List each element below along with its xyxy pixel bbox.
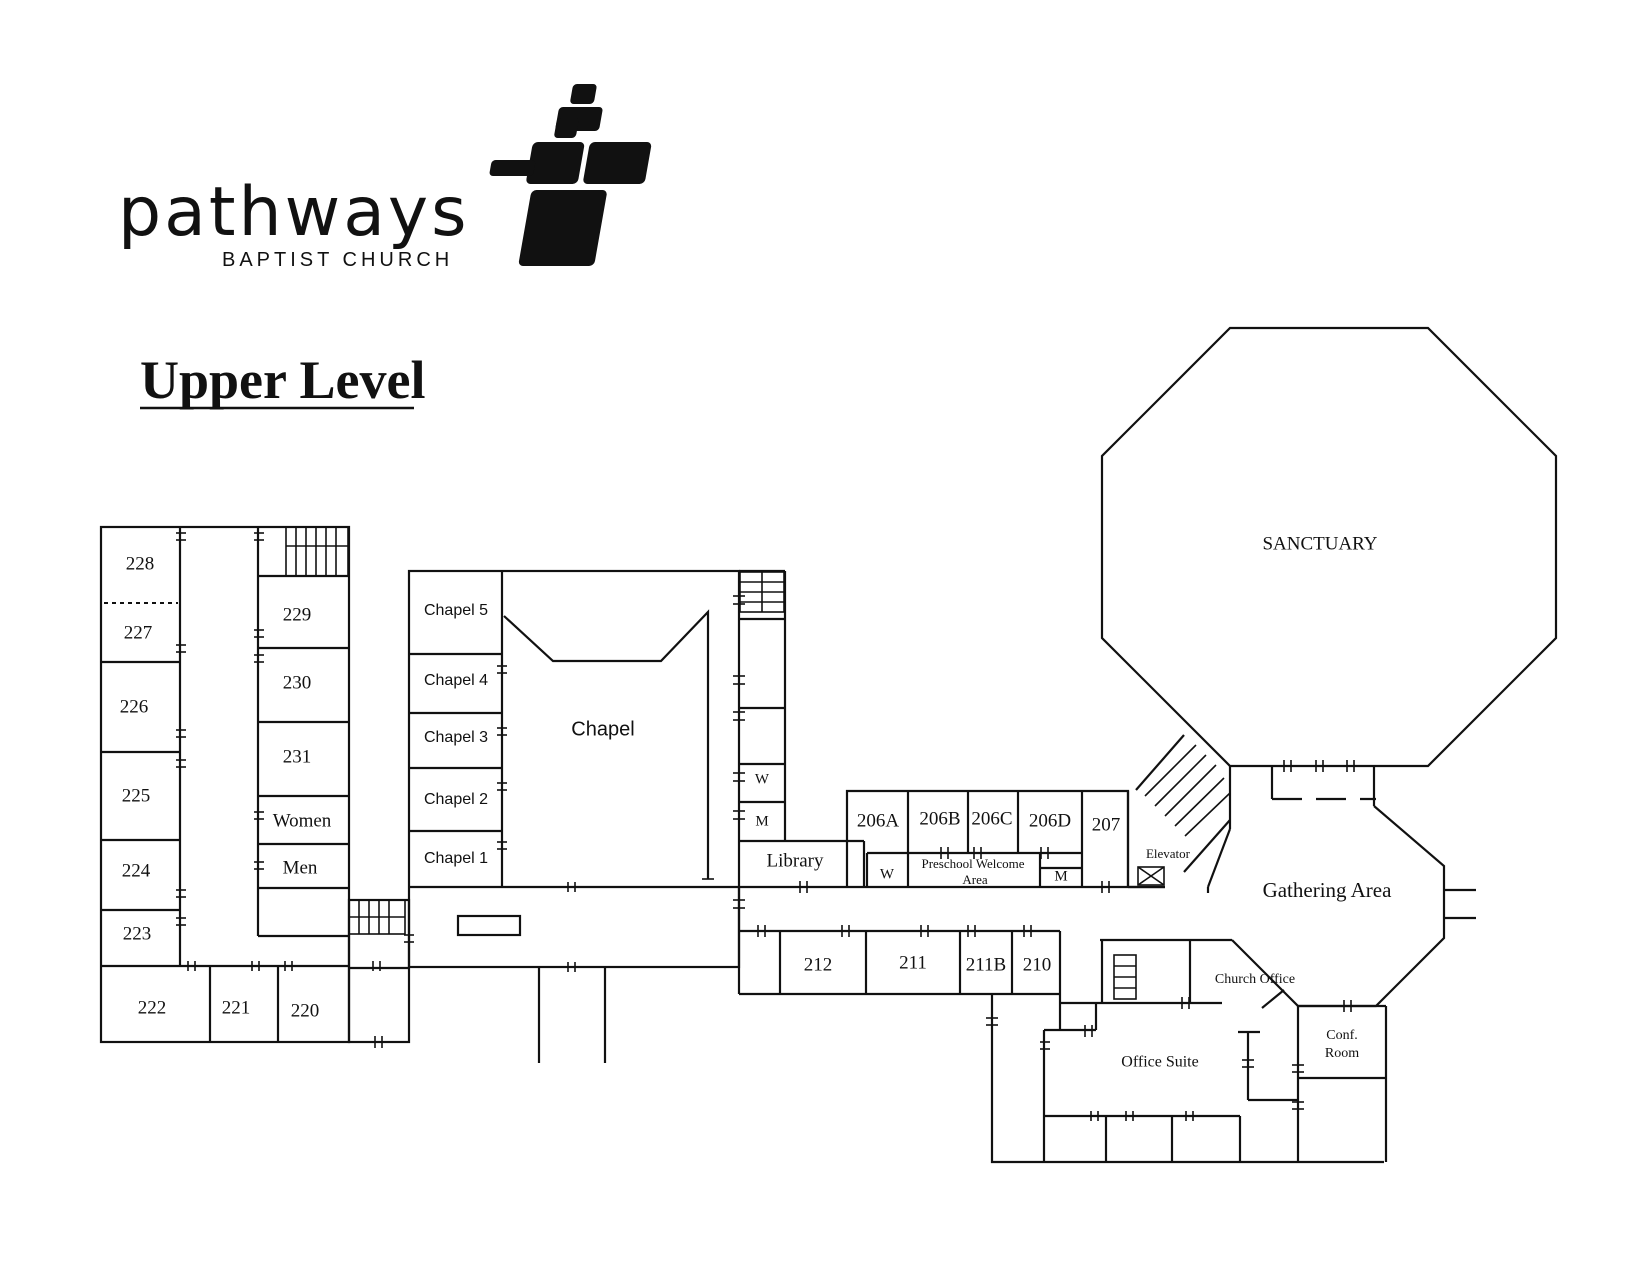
preschool-welcome-area-line1: Preschool Welcome [921,856,1024,871]
room-206c: 206C [971,808,1012,829]
room-229: 229 [283,604,312,625]
room-chapel-2: Chapel 2 [424,791,488,808]
preschool-welcome-area-line2: Area [962,872,987,887]
room-222: 222 [138,997,167,1018]
room-206b: 206B [919,808,960,829]
room-206a: 206A [857,810,900,831]
room-212: 212 [804,954,833,975]
preschool-block: 206A 206B 206C 206D 207 W Preschool Welc… [845,789,1130,893]
room-conference-line1: Conf. [1326,1028,1358,1043]
logo-wordmark: pathways [118,173,470,252]
room-library: Library [767,850,824,871]
restroom-m-preschool: M [1054,868,1067,884]
room-221: 221 [222,997,251,1018]
room-office-suite: Office Suite [1121,1054,1198,1071]
elevator-label: Elevator [1146,846,1191,861]
central-block: W M Library 212 211 211B 210 [733,569,1165,996]
elevator: Elevator [1126,791,1191,889]
sanctuary: SANCTUARY [1100,326,1558,873]
room-226: 226 [120,696,149,717]
room-231: 231 [283,746,312,767]
room-church-office: Church Office [1215,972,1295,987]
room-chapel: Chapel [571,718,634,740]
room-224: 224 [122,860,151,881]
room-chapel-3: Chapel 3 [424,729,488,746]
room-225: 225 [122,785,151,806]
logo-subtitle: BAPTIST CHURCH [222,249,453,271]
office-area: Church Office Office Suite Conf. Room [986,938,1388,1164]
room-210: 210 [1023,954,1052,975]
room-211b: 211B [966,954,1006,975]
room-207: 207 [1092,814,1121,835]
page-title: Upper Level [140,350,425,410]
church-logo: pathways BAPTIST CHURCH [118,84,652,271]
room-220: 220 [291,1000,320,1021]
room-211: 211 [899,952,927,973]
chapel-block: Chapel 5 Chapel 4 Chapel 3 Chapel 2 Chap… [407,569,741,1063]
restroom-women: Women [273,810,332,831]
room-230: 230 [283,672,312,693]
cross-icon [489,84,652,266]
room-223: 223 [123,923,152,944]
room-sanctuary: SANCTUARY [1262,533,1377,554]
room-conference-line2: Room [1325,1046,1359,1061]
room-gathering-area: Gathering Area [1263,878,1393,902]
room-chapel-4: Chapel 4 [424,672,488,689]
room-chapel-1: Chapel 1 [424,850,488,867]
restroom-w-central: W [755,771,770,787]
room-206d: 206D [1029,810,1071,831]
gathering-area: Gathering Area [1206,805,1476,1008]
restroom-m-central: M [755,813,768,829]
restroom-men: Men [283,857,318,878]
room-227: 227 [124,622,153,643]
room-228: 228 [126,553,155,574]
restroom-w-preschool: W [880,866,895,882]
room-chapel-5: Chapel 5 [424,602,488,619]
west-wing: 228 227 226 225 224 223 222 221 220 229 … [99,525,414,1048]
